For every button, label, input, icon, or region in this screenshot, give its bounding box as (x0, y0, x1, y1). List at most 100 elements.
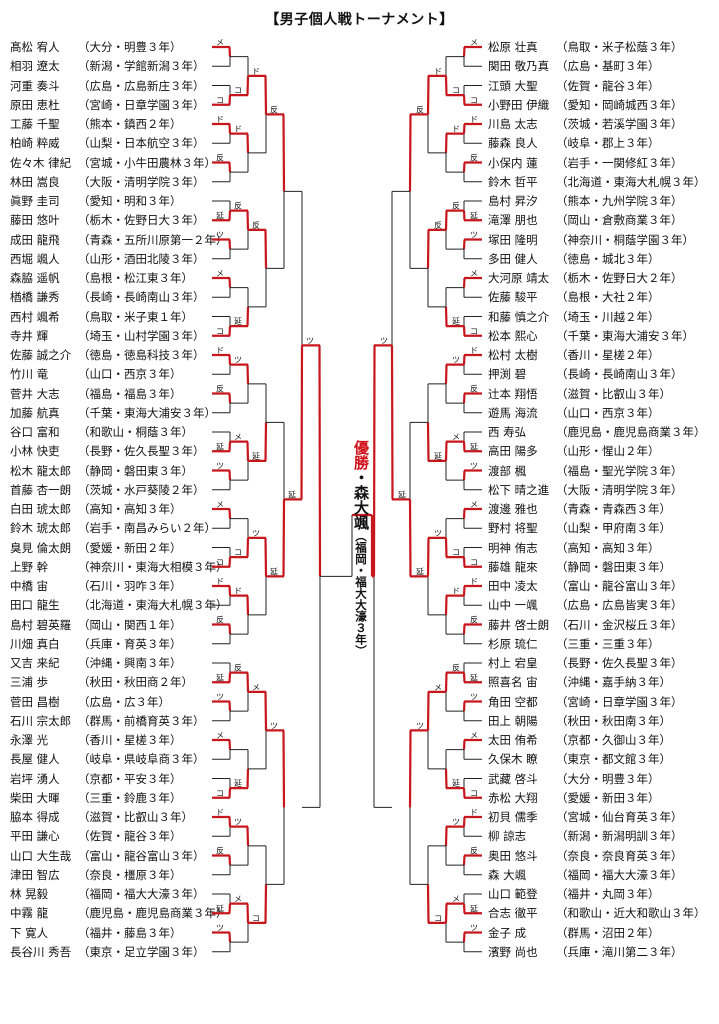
right-player-row: 野村 将聖（山梨・甲府南３年） (488, 521, 671, 535)
bracket-line (246, 306, 250, 327)
bracket-line (228, 326, 232, 336)
score-mark: ド (216, 346, 224, 355)
champion-label: 優勝・森大颯（福岡・福大大濠３年） (332, 440, 372, 657)
player-school: （山形・酒田北陵３年） (78, 251, 205, 266)
score-mark: コ (470, 327, 478, 336)
player-name: 林 晃毅 (10, 887, 49, 901)
right-player-row: 押渕 碧（長崎・長崎南山３年） (488, 367, 683, 381)
score-mark: コ (434, 914, 442, 923)
right-player-row: 金子 成（群馬・沼田２年） (488, 926, 660, 940)
right-player-row: 赤松 大翔（愛媛・新田３年） (488, 791, 660, 805)
player-name: 松村 太樹 (488, 348, 538, 362)
score-mark: コ (234, 548, 242, 557)
score-mark: メ (434, 683, 442, 692)
right-player-row: 佐藤 駿平（島根・大社２年） (488, 290, 660, 304)
player-name: 杉原 琉仁 (488, 636, 538, 651)
player-name: 藤田 悠叶 (10, 213, 60, 228)
score-mark: 延 (216, 903, 224, 913)
score-mark: 反 (270, 104, 278, 114)
player-school: （高知・高知３年） (78, 502, 182, 516)
left-player-row: 川畑 真白（兵庫・育英３年） (10, 637, 182, 651)
bracket-line (228, 739, 232, 750)
right-player-row: 山中 一颯（広島・広島皆実３年） (488, 598, 683, 612)
bracket-line (228, 46, 232, 57)
bracket-line (264, 537, 268, 577)
bracket-line (246, 133, 250, 153)
player-school: （三重・鈴鹿３年） (78, 790, 182, 805)
bracket-line (264, 884, 268, 923)
player-name: 鈴木 琥太郎 (10, 521, 72, 536)
score-mark: ド (234, 587, 242, 596)
score-mark: ツ (252, 529, 260, 538)
left-player-row: 津田 智広（奈良・橿原３年） (10, 868, 182, 882)
left-player-row: 工藤 千聖（熊本・鎮西２年） (10, 117, 182, 131)
player-name: 多田 健人 (488, 251, 538, 266)
bracket-line (426, 75, 430, 115)
player-name: 楢橋 謙秀 (10, 290, 60, 305)
champion-school: （福岡・福大大濠３年） (354, 530, 368, 657)
player-name: 塚田 隆明 (488, 232, 538, 247)
player-name: 藤井 啓士朗 (488, 617, 550, 632)
left-player-row: 永澤 光（香川・星槎３年） (10, 733, 182, 747)
player-school: （香川・星槎２年） (556, 348, 660, 362)
score-mark: ド (452, 125, 460, 134)
player-name: 明神 侑志 (488, 540, 538, 555)
left-player-row: 田口 龍生（北海道・東海大札幌３年） (10, 598, 228, 612)
bracket-line (462, 354, 466, 365)
bracket-line (246, 537, 250, 558)
champion-name: ・森大颯 (352, 470, 370, 530)
player-school: （福島・聖光学院３年） (556, 463, 683, 478)
score-mark: ド (452, 587, 460, 596)
left-player-row: 松木 龍太郎（静岡・磐田東３年） (10, 464, 193, 478)
bracket-line (282, 499, 286, 577)
player-name: 山口 範登 (488, 887, 538, 901)
bracket-line (408, 114, 412, 192)
score-mark: 延 (252, 451, 260, 461)
score-mark: ツ (452, 818, 460, 827)
player-name: 林田 嵩良 (10, 174, 60, 189)
player-name: 滝澤 朋也 (488, 213, 538, 228)
bracket-line (228, 354, 232, 365)
score-mark: ツ (234, 356, 242, 365)
player-name: 田上 朝陽 (488, 713, 538, 728)
left-player-row: 島村 碧英羅（岡山・関西１年） (10, 618, 182, 632)
right-player-row: 遊馬 海流（山口・西京３年） (488, 406, 660, 420)
left-player-row: 又吉 来紀（沖縄・興南３年） (10, 656, 182, 670)
player-school: （北海道・東海大札幌３年） (556, 174, 706, 189)
bracket-line (228, 277, 232, 288)
bracket-line (444, 672, 448, 692)
player-name: 西村 颯希 (10, 309, 60, 324)
bracket-line (264, 691, 268, 731)
right-player-row: 杉原 琉仁（三重・三重３年） (488, 637, 660, 651)
left-player-row: 西村 颯希（鳥取・米子東１年） (10, 310, 193, 324)
player-name: 加藤 航真 (10, 405, 60, 420)
score-mark: 反 (216, 846, 224, 856)
right-player-row: 明神 侑志（高知・高知３年） (488, 541, 660, 555)
player-name: 久保木 瞭 (488, 752, 538, 767)
player-name: 佐藤 駿平 (488, 290, 538, 305)
score-mark: ツ (470, 924, 478, 933)
left-player-row: 西堀 颯人（山形・酒田北陵３年） (10, 252, 205, 266)
score-mark: ド (470, 346, 478, 355)
bracket-line (282, 730, 286, 808)
player-school: （茨城・若溪学園３年） (556, 117, 683, 131)
bracket-line (444, 364, 448, 384)
right-player-row: 濱野 尚也（兵庫・滝川第二３年） (488, 945, 683, 959)
score-mark: メ (470, 269, 478, 278)
left-player-row: 林田 嵩良（大阪・清明学院３年） (10, 175, 205, 189)
player-school: （秋田・秋田商２年） (78, 675, 193, 690)
right-player-row: 江頭 大聖（佐賀・龍谷３年） (488, 79, 660, 93)
bracket-line (228, 701, 232, 712)
player-name: 髙松 宥人 (10, 40, 60, 54)
player-school: （宮崎・日章学園３年） (78, 97, 205, 112)
bracket-line (426, 691, 430, 731)
score-mark: 延 (434, 451, 442, 461)
right-player-row: 滝澤 朋也（岡山・倉敷商業３年） (488, 213, 683, 227)
player-name: 奥田 悠斗 (488, 848, 538, 863)
score-mark: ツ (216, 693, 224, 702)
right-player-row: 久保木 瞭（東京・都文館３年） (488, 752, 671, 766)
score-mark: ド (216, 115, 224, 124)
player-name: 佐藤 誠之介 (10, 348, 72, 362)
right-player-row: 村上 宕皇（長野・佐久長聖３年） (488, 656, 683, 670)
player-name: 竹川 竜 (10, 367, 49, 382)
